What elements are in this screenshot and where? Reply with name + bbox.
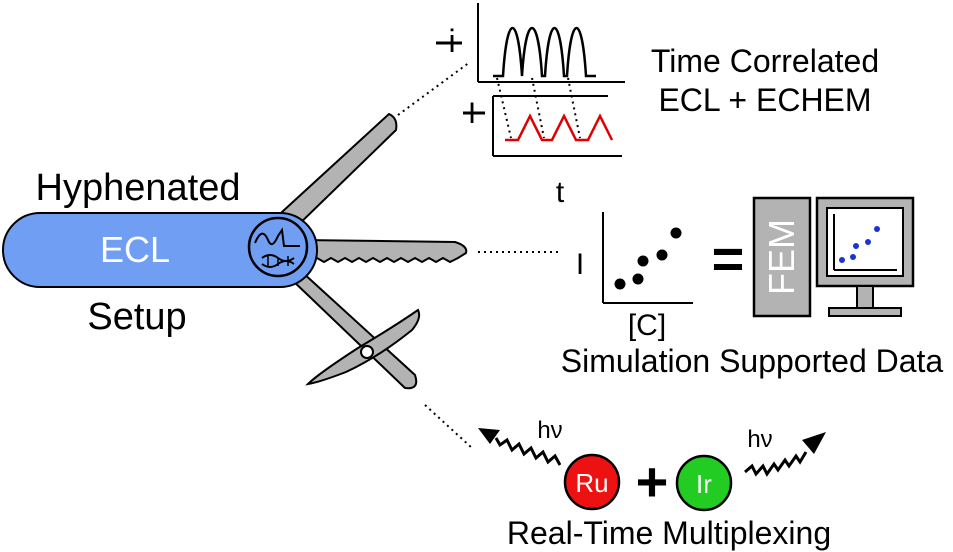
fem-tower: FEM bbox=[752, 196, 812, 318]
scatter-xlabel: [C] bbox=[628, 309, 666, 342]
ru-label: Ru bbox=[575, 468, 608, 498]
monitor-point bbox=[865, 239, 871, 245]
emission-label-left: hν bbox=[537, 417, 562, 444]
emission-wave-right bbox=[744, 432, 826, 477]
monitor-point bbox=[874, 226, 880, 232]
upper-blade bbox=[280, 112, 398, 233]
monitor-point bbox=[850, 254, 856, 260]
scatter-ylabel: I bbox=[576, 248, 584, 281]
emission-label-right: hν bbox=[747, 426, 772, 453]
serrated-blade bbox=[299, 238, 468, 264]
plus-sign: + bbox=[636, 450, 669, 513]
ru-complex: Ru bbox=[563, 453, 621, 511]
tool-body-label: ECL bbox=[100, 229, 170, 270]
monitor bbox=[815, 196, 915, 317]
simulation-scatter: I [C] bbox=[576, 212, 693, 342]
time-correlated-plot: i I t bbox=[436, 3, 625, 209]
ecl-trace bbox=[493, 26, 596, 78]
plot-top-ylabel: i bbox=[448, 23, 455, 59]
fem-label: FEM bbox=[761, 219, 802, 295]
time-correlated-title-line2: ECL + ECHEM bbox=[658, 82, 871, 118]
simulation-caption: Simulation Supported Data bbox=[561, 343, 944, 379]
time-correlated-title-line1: Time Correlated bbox=[651, 43, 879, 79]
scatter-point bbox=[632, 273, 644, 285]
scatter-point bbox=[656, 249, 668, 261]
ir-complex: Ir bbox=[675, 454, 733, 512]
leader-multiplexing bbox=[424, 404, 473, 449]
ecl-cell-icon bbox=[247, 216, 309, 278]
scatter-point bbox=[670, 227, 682, 239]
tool-label-bottom: Setup bbox=[87, 296, 186, 338]
emission-wave-left bbox=[478, 428, 562, 466]
scatter-point bbox=[637, 255, 649, 267]
scissors-pivot bbox=[360, 345, 374, 359]
plot-xlabel: t bbox=[556, 176, 565, 209]
leader-time-correlated bbox=[397, 61, 471, 116]
ir-label: Ir bbox=[696, 469, 712, 499]
equals-sign: = bbox=[712, 227, 745, 290]
monitor-point bbox=[839, 257, 845, 263]
tool-label-top: Hyphenated bbox=[36, 167, 241, 209]
tool-body bbox=[2, 212, 318, 288]
scissors bbox=[288, 270, 421, 390]
scatter-point bbox=[614, 278, 626, 290]
multiplexing-caption: Real-Time Multiplexing bbox=[507, 515, 831, 551]
echem-trace bbox=[505, 113, 614, 142]
monitor-point bbox=[853, 243, 859, 249]
